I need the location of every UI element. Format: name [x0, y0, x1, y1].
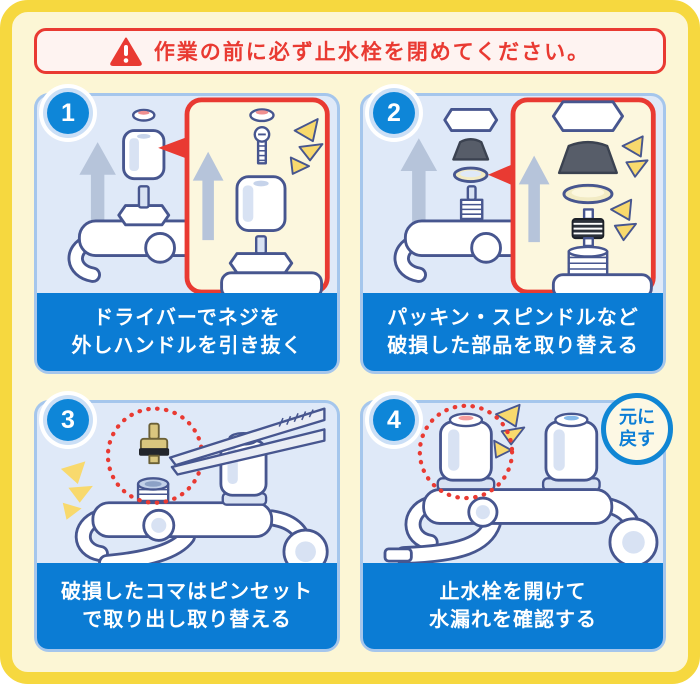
threaded-neck — [567, 245, 609, 276]
spindle-top — [254, 235, 268, 255]
step-number-badge: 2 — [373, 92, 415, 134]
inset-detail — [510, 97, 656, 293]
warning-text: 作業の前に必ず止水栓を閉めてください。 — [153, 41, 591, 64]
step3-caption: 破損したコマはピンセット で取り出し取り替える — [37, 563, 337, 649]
up-arrow-icon — [192, 151, 224, 241]
open-neck — [136, 477, 170, 503]
ring-packing — [562, 183, 614, 205]
step4-art — [363, 403, 663, 563]
step2-caption: パッキン・スピンドルなど 破損した部品を取り替える — [363, 293, 663, 371]
step-panel-3: 3 — [34, 399, 340, 652]
warning-banner: 作業の前に必ず止水栓を閉めてください。 — [34, 28, 666, 74]
sparkle-icon — [610, 198, 637, 242]
handle — [235, 175, 287, 232]
step2-art — [363, 96, 663, 293]
up-arrow-icon — [79, 142, 116, 243]
step-number: 2 — [387, 98, 401, 127]
step2-illustration — [393, 97, 656, 293]
step3-illustration — [60, 406, 329, 563]
ring-packing — [452, 166, 489, 183]
red-pointer — [488, 163, 515, 187]
step-number-badge: 1 — [47, 92, 89, 134]
cone-packing — [557, 140, 618, 175]
faucet-illustration — [74, 431, 329, 563]
step-panel-2: 2 — [360, 92, 666, 374]
step-panel-1: 1 — [34, 92, 340, 374]
sparkle-icon — [289, 118, 324, 175]
step-number-badge: 4 — [373, 399, 415, 441]
threaded-neck — [459, 198, 484, 221]
faucet-illustration — [383, 412, 659, 563]
right-handle — [541, 412, 601, 492]
spindle — [571, 208, 605, 248]
dotted-focus-circle — [417, 403, 515, 501]
step4-illustration — [383, 403, 659, 563]
cone-packing — [452, 138, 490, 161]
restore-badge-text: 元に 戻す — [619, 407, 655, 449]
sparkle-icon — [621, 135, 649, 178]
hex-nut — [443, 108, 499, 133]
restore-badge: 元に 戻す — [601, 393, 673, 465]
step4-caption: 止水栓を開けて 水漏れを確認する — [363, 563, 663, 649]
hex-nut — [228, 252, 294, 275]
koma-washer — [139, 422, 170, 465]
tweezers-icon — [168, 407, 326, 476]
screw-icon — [253, 126, 271, 165]
up-arrow-icon — [518, 155, 550, 243]
spout-tip — [383, 547, 413, 563]
spindle-pin — [466, 185, 477, 201]
steps-grid: 1 — [34, 92, 673, 652]
up-arrow-icon — [400, 138, 438, 239]
red-pointer — [158, 136, 189, 160]
step3-art — [37, 403, 337, 563]
handle-cap — [249, 108, 275, 123]
warning-triangle-icon — [110, 37, 142, 66]
step-number: 3 — [61, 405, 75, 434]
step1-caption: ドライバーでネジを 外しハンドルを引き抜く — [37, 293, 337, 371]
step-number: 1 — [61, 98, 75, 127]
faucet-body-partial — [220, 271, 323, 293]
faucet-body-partial — [551, 273, 653, 293]
step-panel-4: 4 元に 戻す — [360, 393, 673, 652]
step-number-badge: 3 — [47, 399, 89, 441]
hex-nut — [551, 100, 624, 133]
step1-illustration — [67, 97, 330, 293]
left-handle — [436, 412, 496, 492]
sparkle-icon — [60, 461, 93, 520]
inset-detail — [184, 97, 330, 293]
step-number: 4 — [387, 405, 401, 434]
step1-art — [37, 96, 337, 293]
